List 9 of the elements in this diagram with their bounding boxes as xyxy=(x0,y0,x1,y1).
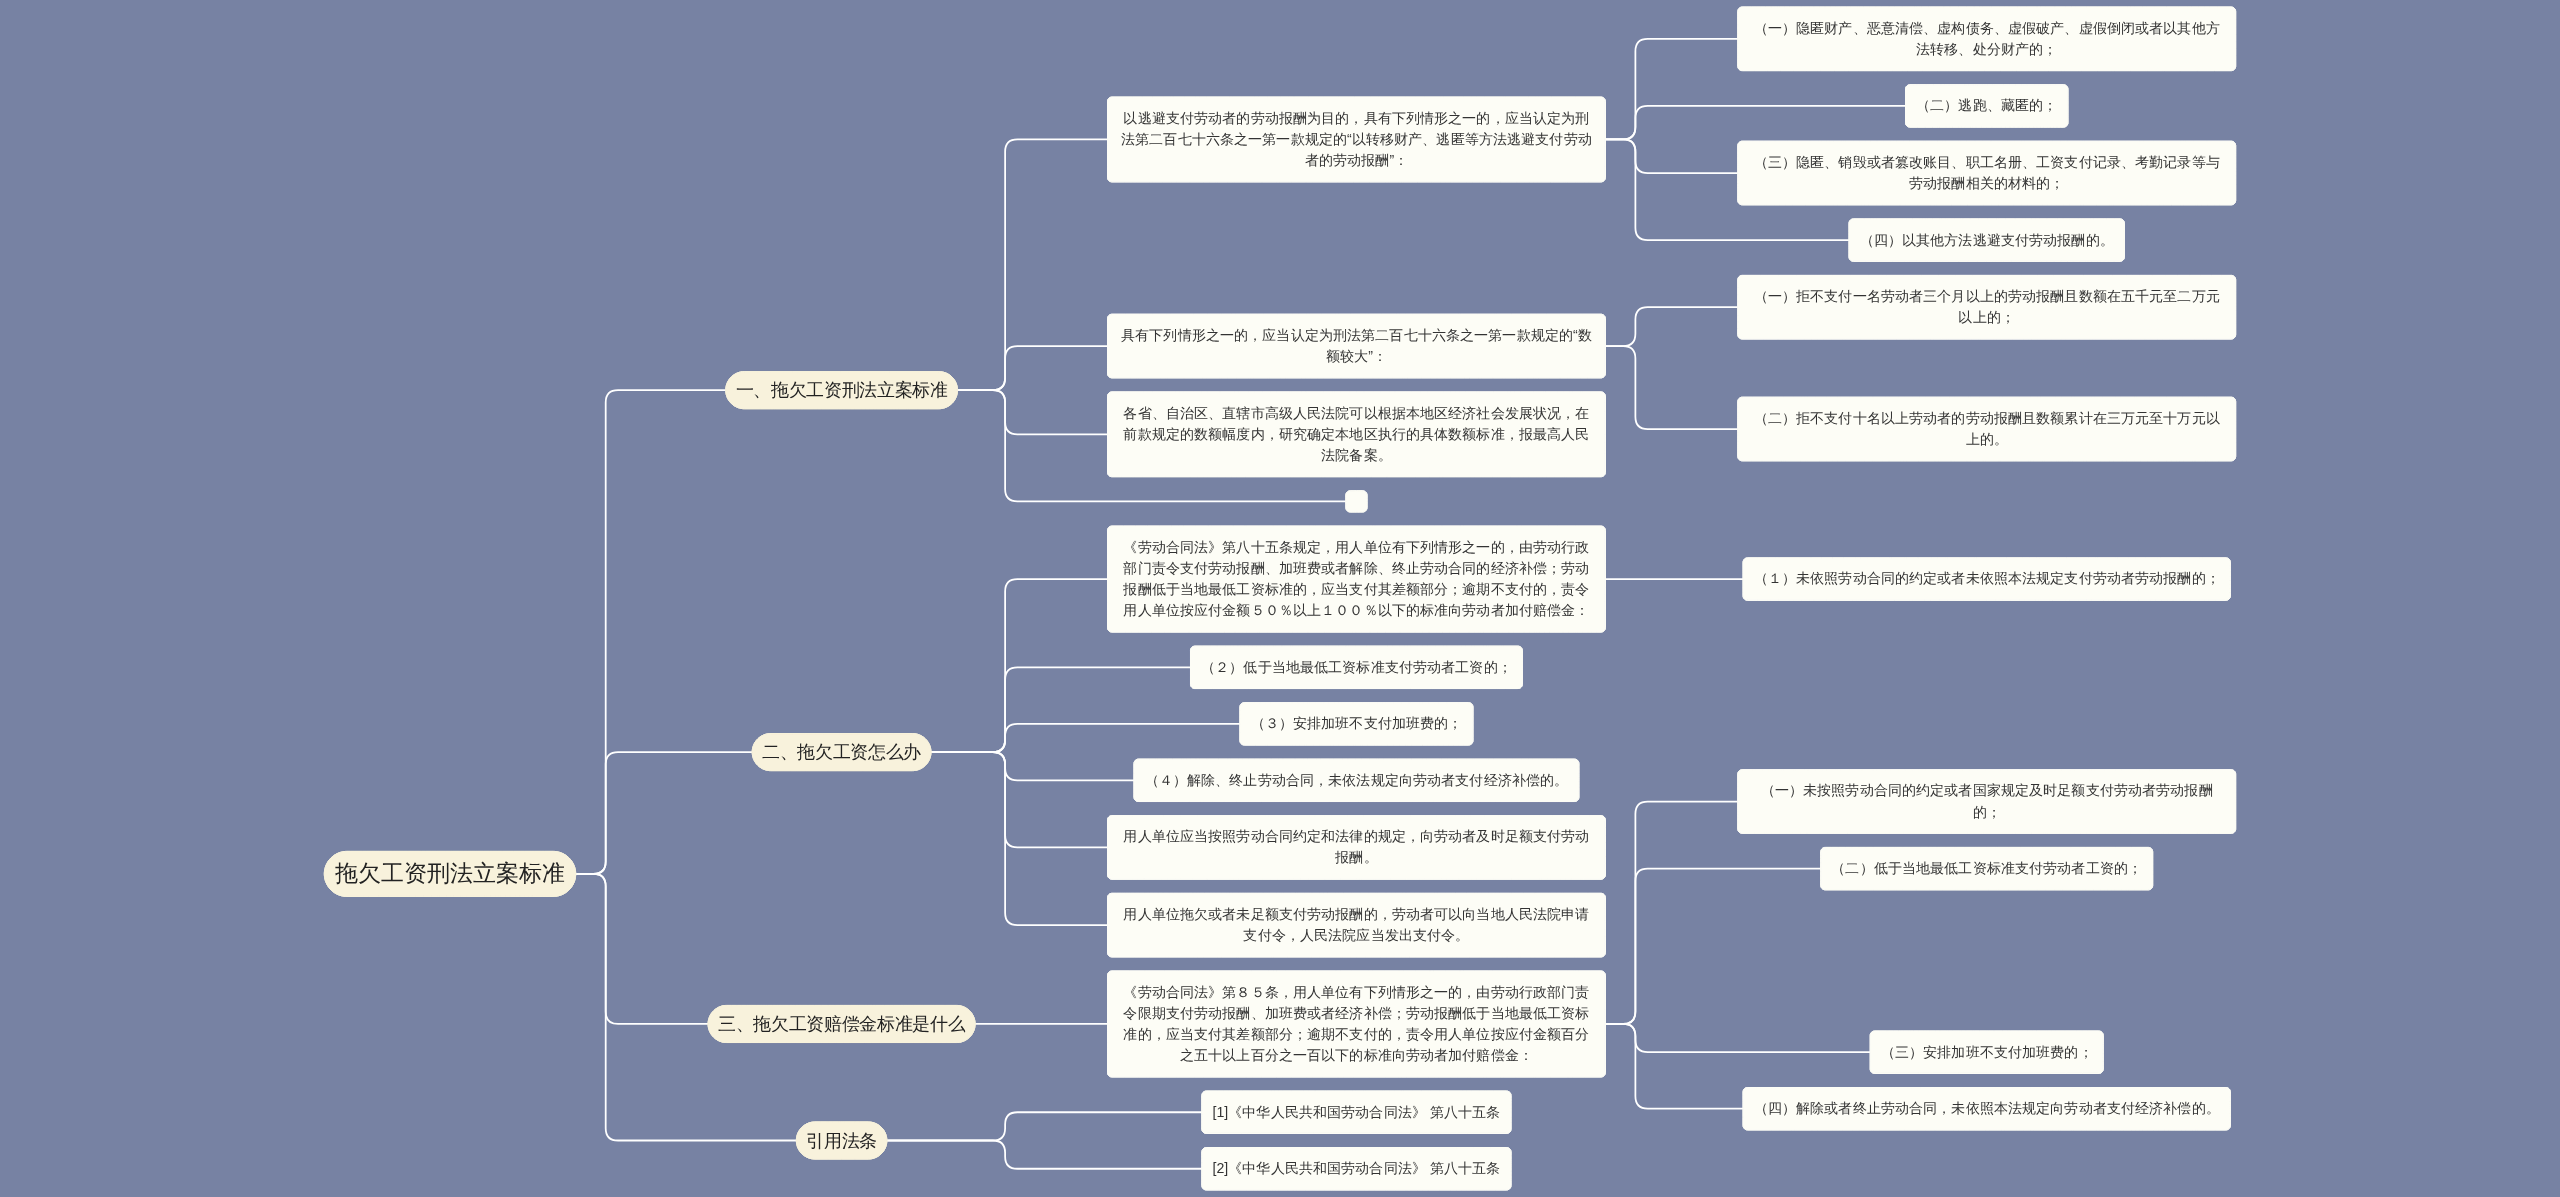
connector xyxy=(974,1023,1109,1025)
connector xyxy=(1604,345,1739,430)
connector xyxy=(956,389,1347,503)
connector xyxy=(1604,138,1850,241)
connector xyxy=(1604,1023,1744,1110)
connector xyxy=(885,1139,1203,1170)
connector xyxy=(574,873,798,1142)
connector xyxy=(1604,578,1744,580)
connector xyxy=(930,751,1109,926)
